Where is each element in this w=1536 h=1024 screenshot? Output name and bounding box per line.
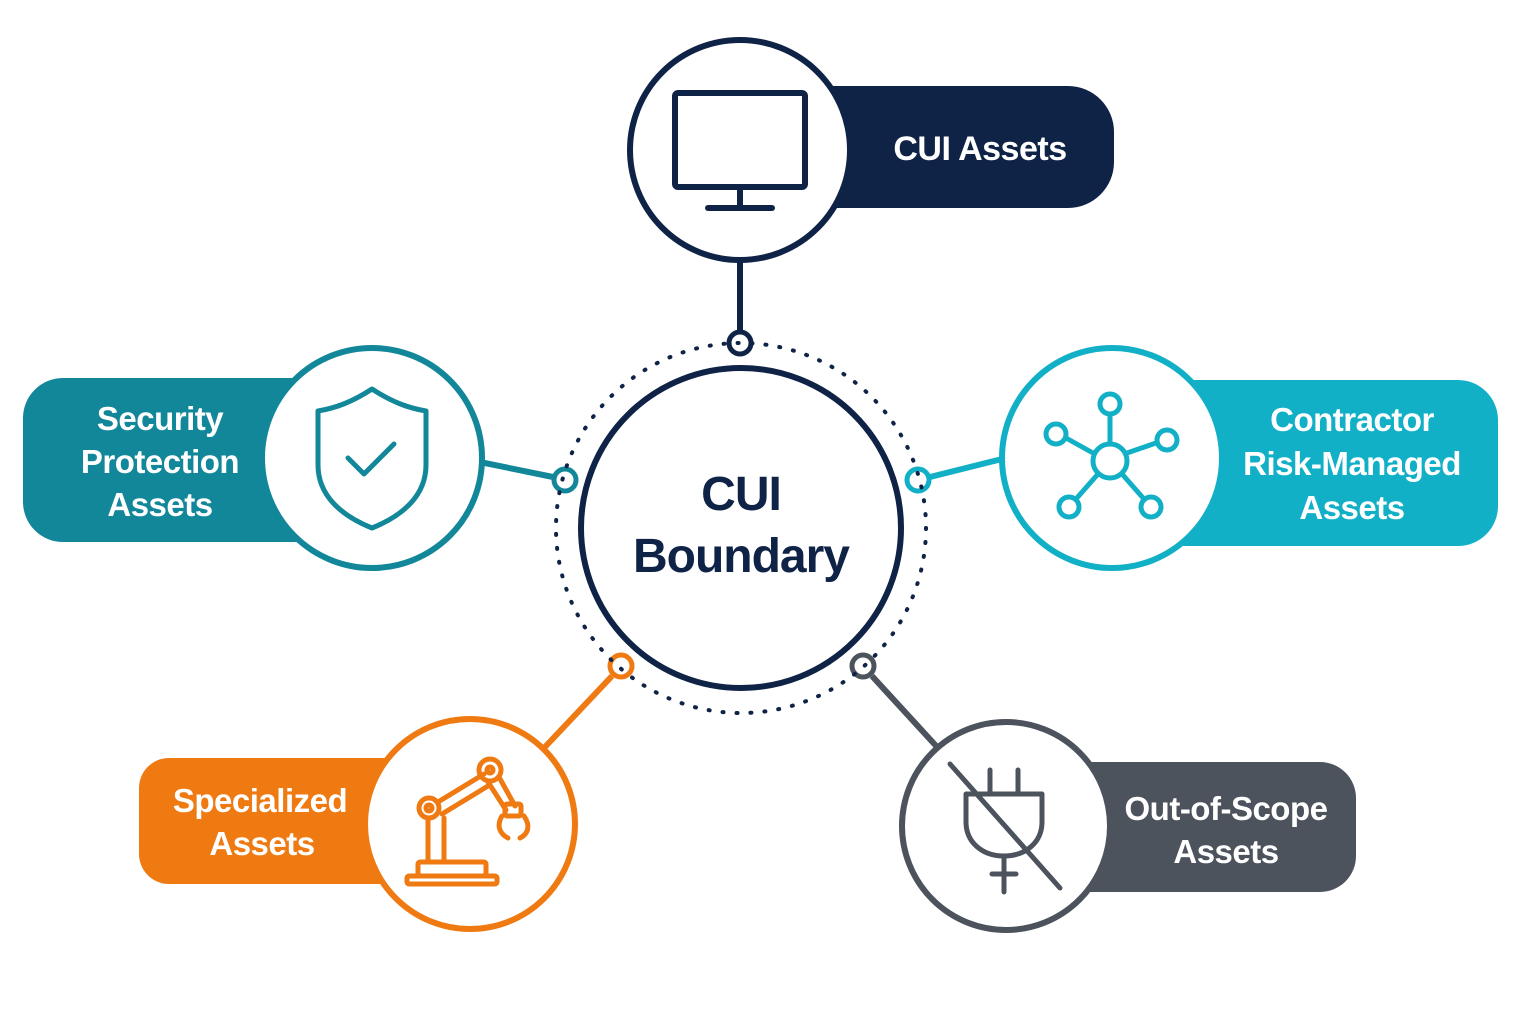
connector-dot-specialized xyxy=(607,652,635,680)
label-contractor-risk-line3: Assets xyxy=(1299,489,1404,526)
connector-dot-contractor-risk xyxy=(904,466,932,494)
node-out-of-scope-assets: Out-of-Scope Assets xyxy=(899,719,1356,933)
node-security-protection-assets: Security Protection Assets xyxy=(23,345,485,571)
cui-boundary-hub: CUI Boundary xyxy=(554,341,928,715)
label-contractor-risk-line1: Contractor xyxy=(1270,401,1434,438)
shield-check-icon xyxy=(315,386,429,531)
label-contractor-risk-line2: Risk-Managed xyxy=(1243,445,1461,482)
label-out-of-scope-line1: Out-of-Scope xyxy=(1125,790,1328,827)
label-security-protection-line2: Protection xyxy=(81,443,239,480)
label-cui-assets: CUI Assets xyxy=(893,130,1066,168)
boundary-title-line1: CUI xyxy=(701,468,781,521)
label-specialized-line2: Assets xyxy=(209,825,314,862)
connector-specialized xyxy=(541,673,615,751)
boundary-circle xyxy=(578,365,904,691)
label-specialized-line1: Specialized xyxy=(173,782,347,819)
icon-circle-security-protection xyxy=(259,345,485,571)
node-contractor-risk-managed-assets: Contractor Risk-Managed Assets xyxy=(999,345,1498,571)
node-specialized-assets: Specialized Assets xyxy=(139,716,578,932)
unplugged-icon xyxy=(947,761,1063,895)
monitor-icon xyxy=(672,90,808,211)
connector-contractor-risk xyxy=(929,455,1007,480)
icon-circle-contractor-risk xyxy=(999,345,1225,571)
label-out-of-scope-line2: Assets xyxy=(1173,833,1278,870)
connectors xyxy=(469,260,1007,751)
network-icon xyxy=(1043,391,1180,520)
label-security-protection-line3: Assets xyxy=(107,486,212,523)
icon-circle-specialized xyxy=(362,716,578,932)
connector-dot-security-protection xyxy=(551,466,579,494)
boundary-dotted-ring xyxy=(554,341,928,715)
icon-circle-cui-assets xyxy=(627,37,853,263)
node-cui-assets: CUI Assets xyxy=(627,37,1114,263)
robotic-arm-icon xyxy=(404,756,531,887)
label-security-protection-line1: Security xyxy=(97,400,224,437)
boundary-title-line2: Boundary xyxy=(633,530,850,583)
connector-out-of-scope xyxy=(869,673,941,751)
